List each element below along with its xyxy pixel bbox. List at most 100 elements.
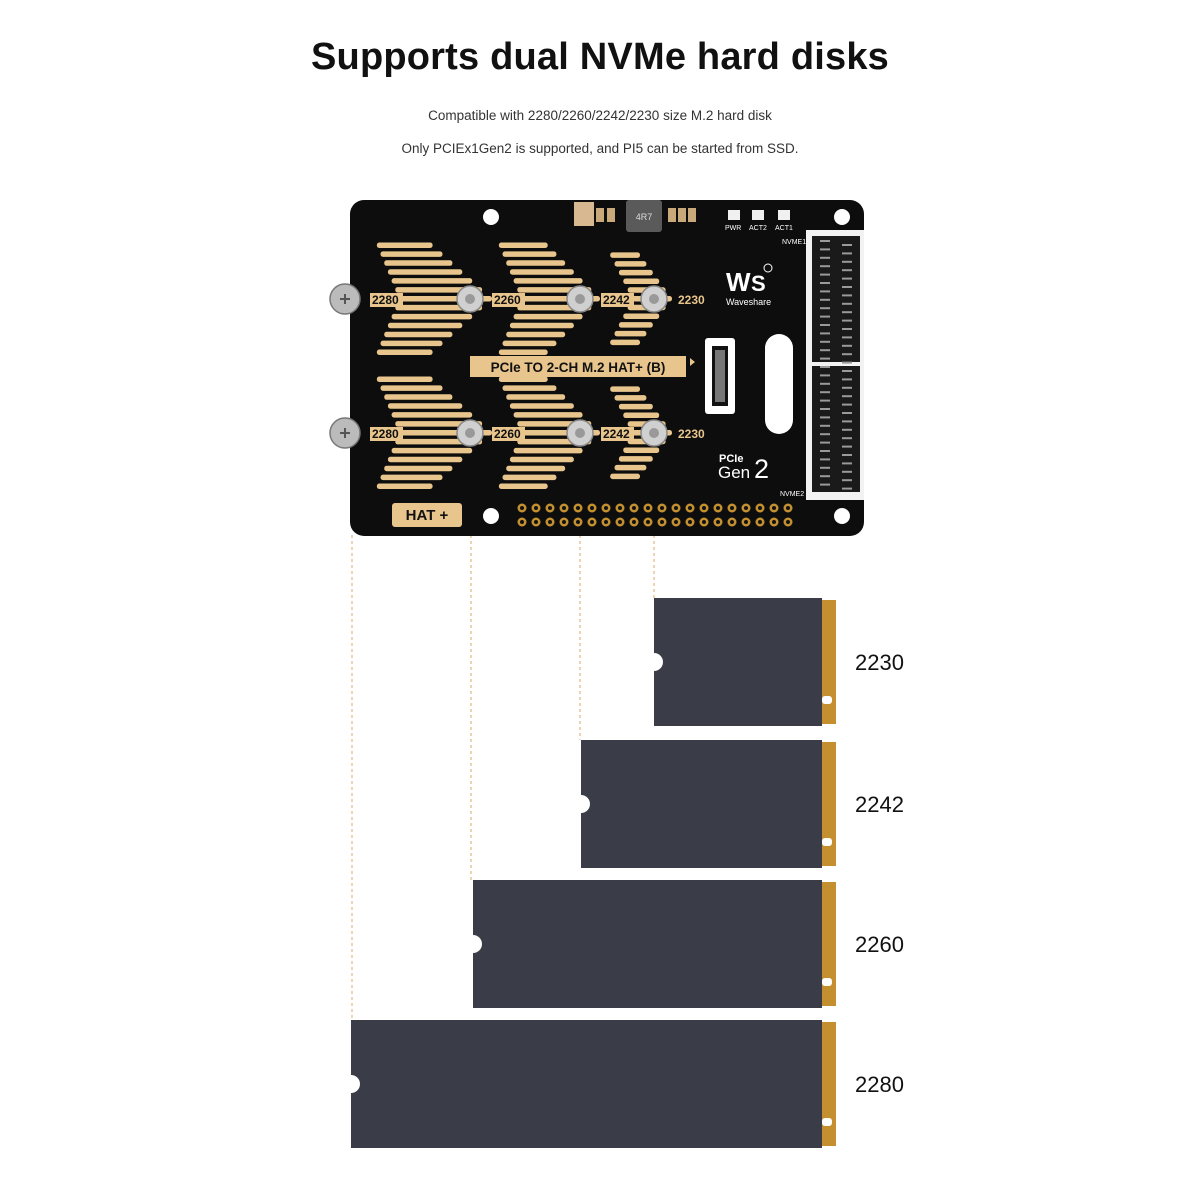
size-mark-2230: 2230 bbox=[678, 427, 705, 441]
gpio-hole bbox=[562, 506, 566, 510]
gold-stripe bbox=[614, 395, 647, 401]
slot-pin bbox=[820, 248, 830, 251]
gold-stripe bbox=[506, 260, 566, 266]
slot-pin bbox=[820, 273, 830, 276]
gpio-hole bbox=[758, 520, 762, 524]
gold-stripe bbox=[387, 322, 463, 329]
size-mark-plate bbox=[370, 427, 403, 441]
hat-label-plate bbox=[392, 503, 462, 527]
gpio-hole bbox=[590, 506, 594, 510]
ssd-body bbox=[581, 740, 822, 868]
slot-pin bbox=[820, 408, 830, 410]
slot-pin bbox=[842, 386, 852, 389]
gold-stripe bbox=[618, 403, 653, 410]
slot-pin bbox=[820, 240, 830, 242]
gold-stripe bbox=[391, 278, 473, 284]
svg-text:W: W bbox=[726, 267, 751, 297]
gold-stripe bbox=[614, 261, 647, 267]
gold-stripe bbox=[380, 340, 443, 347]
gold-stripe bbox=[380, 251, 443, 257]
standoff-hole bbox=[575, 428, 585, 438]
gpio-hole bbox=[646, 520, 650, 524]
model-label: PCIe TO 2-CH M.2 HAT+ (B) bbox=[491, 360, 666, 375]
gold-stripe bbox=[618, 456, 653, 462]
gold-stripe bbox=[509, 403, 574, 409]
gold-stripe bbox=[614, 464, 647, 471]
slot-pin bbox=[820, 256, 830, 259]
gpio-hole bbox=[548, 506, 552, 510]
gpio-header bbox=[517, 503, 793, 527]
gold-stripe bbox=[502, 474, 557, 481]
slot-pin bbox=[820, 391, 830, 394]
ssd-connector bbox=[822, 600, 836, 724]
ssd-card-2260: 2260 bbox=[464, 880, 904, 1008]
gold-stripe bbox=[509, 269, 574, 275]
slot-pin bbox=[820, 466, 830, 469]
slot-pin bbox=[842, 412, 852, 414]
slot-pin bbox=[842, 244, 852, 246]
ssd-connector bbox=[822, 882, 836, 1006]
standoff-hole bbox=[465, 428, 475, 438]
slot-pin bbox=[820, 416, 830, 419]
slot-pin bbox=[820, 366, 830, 368]
component-inductor bbox=[626, 200, 662, 232]
gold-stripe bbox=[387, 269, 463, 275]
slot-pin bbox=[842, 302, 852, 305]
ssd-screw-notch bbox=[342, 1075, 360, 1093]
gold-stripe bbox=[623, 412, 660, 419]
gpio-hole bbox=[730, 506, 734, 510]
ssd-screw-notch bbox=[464, 935, 482, 953]
ssd-size-label: 2280 bbox=[855, 1072, 904, 1097]
component-capacitor bbox=[668, 208, 676, 222]
m2-slot-upper bbox=[812, 236, 860, 362]
gpio-hole bbox=[716, 520, 720, 524]
slot-pin bbox=[842, 269, 852, 272]
size-mark-plate bbox=[370, 293, 403, 307]
slot-pin bbox=[842, 336, 852, 339]
size-mark-plate bbox=[601, 427, 634, 441]
slot-pin bbox=[842, 361, 852, 364]
ssd-key-notch bbox=[822, 978, 832, 986]
slot-pin bbox=[820, 458, 830, 461]
gold-stripe bbox=[618, 269, 653, 276]
gold-stripe bbox=[506, 394, 566, 400]
gpio-hole bbox=[758, 506, 762, 510]
gpio-hole bbox=[604, 520, 608, 524]
gpio-hole bbox=[590, 520, 594, 524]
model-label-plate bbox=[470, 356, 686, 377]
mount-hole bbox=[834, 209, 850, 225]
fpc-contacts bbox=[715, 350, 725, 402]
ssd-card-2280: 2280 bbox=[342, 1020, 904, 1148]
arrow-icon bbox=[690, 358, 695, 366]
gold-stripe bbox=[498, 242, 548, 248]
slot-pin bbox=[842, 319, 852, 322]
gpio-hole bbox=[604, 506, 608, 510]
gold-stripe bbox=[614, 330, 647, 337]
standoff-hole bbox=[649, 428, 659, 438]
ssd-size-label: 2260 bbox=[855, 932, 904, 957]
slot-pin bbox=[820, 483, 830, 486]
gold-stripe bbox=[513, 447, 583, 454]
gpio-hole bbox=[618, 520, 622, 524]
slot-pin bbox=[842, 311, 852, 314]
gold-stripe bbox=[610, 473, 640, 480]
subtitle-pcie-note: Only PCIEx1Gen2 is supported, and PI5 ca… bbox=[401, 141, 799, 156]
slot-pin bbox=[842, 454, 852, 456]
standoff-hole bbox=[575, 294, 585, 304]
led-act2 bbox=[752, 210, 764, 220]
gpio-hole bbox=[520, 520, 524, 524]
ssd-connector bbox=[822, 742, 836, 866]
slot-pin bbox=[842, 395, 852, 398]
slot-pin bbox=[820, 298, 830, 301]
slot-pin bbox=[820, 399, 830, 402]
gold-stripe bbox=[384, 394, 453, 400]
gold-stripe bbox=[623, 313, 660, 319]
slot-pin bbox=[842, 403, 852, 406]
ssd-connector bbox=[822, 1022, 836, 1146]
size-mark-2260: 2260 bbox=[494, 293, 521, 307]
slot-pin bbox=[842, 260, 852, 263]
gold-stripe bbox=[498, 349, 548, 356]
ssd-screw-notch bbox=[572, 795, 590, 813]
mount-hole bbox=[834, 508, 850, 524]
